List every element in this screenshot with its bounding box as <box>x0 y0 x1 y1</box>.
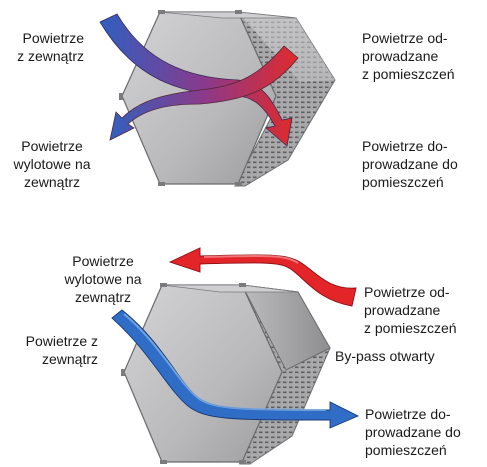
top-exhaust-arrow <box>109 45 299 141</box>
bottom-exchanger <box>121 283 331 465</box>
top-label-exhaust-in: Powietrze od- prowadzane z pomieszczeń <box>362 30 455 82</box>
bottom-label-exhaust-out: Powietrze wylotowe na zewnątrz <box>64 253 142 305</box>
bottom-exhaust-arrow <box>168 247 357 307</box>
bottom-label-bypass: By-pass otwarty <box>335 348 435 364</box>
top-supply-arrow <box>99 13 293 147</box>
bottom-label-supply-out: Powietrze do- prowadzane do pomieszczeń <box>365 406 461 458</box>
bottom-label-outdoor-in: Powietrze z zewnątrz <box>25 333 98 367</box>
bottom-label-exhaust-in: Powietrze od- prowadzane z pomieszczeń <box>364 284 457 336</box>
top-label-exhaust-out: Powietrze wylotowe na zewnątrz <box>13 138 91 190</box>
top-flow-arrows <box>99 13 299 147</box>
top-label-outdoor-in: Powietrze z zewnątrz <box>17 30 84 64</box>
top-label-supply-out: Powietrze do- prowadzane do pomieszczeń <box>362 138 458 190</box>
